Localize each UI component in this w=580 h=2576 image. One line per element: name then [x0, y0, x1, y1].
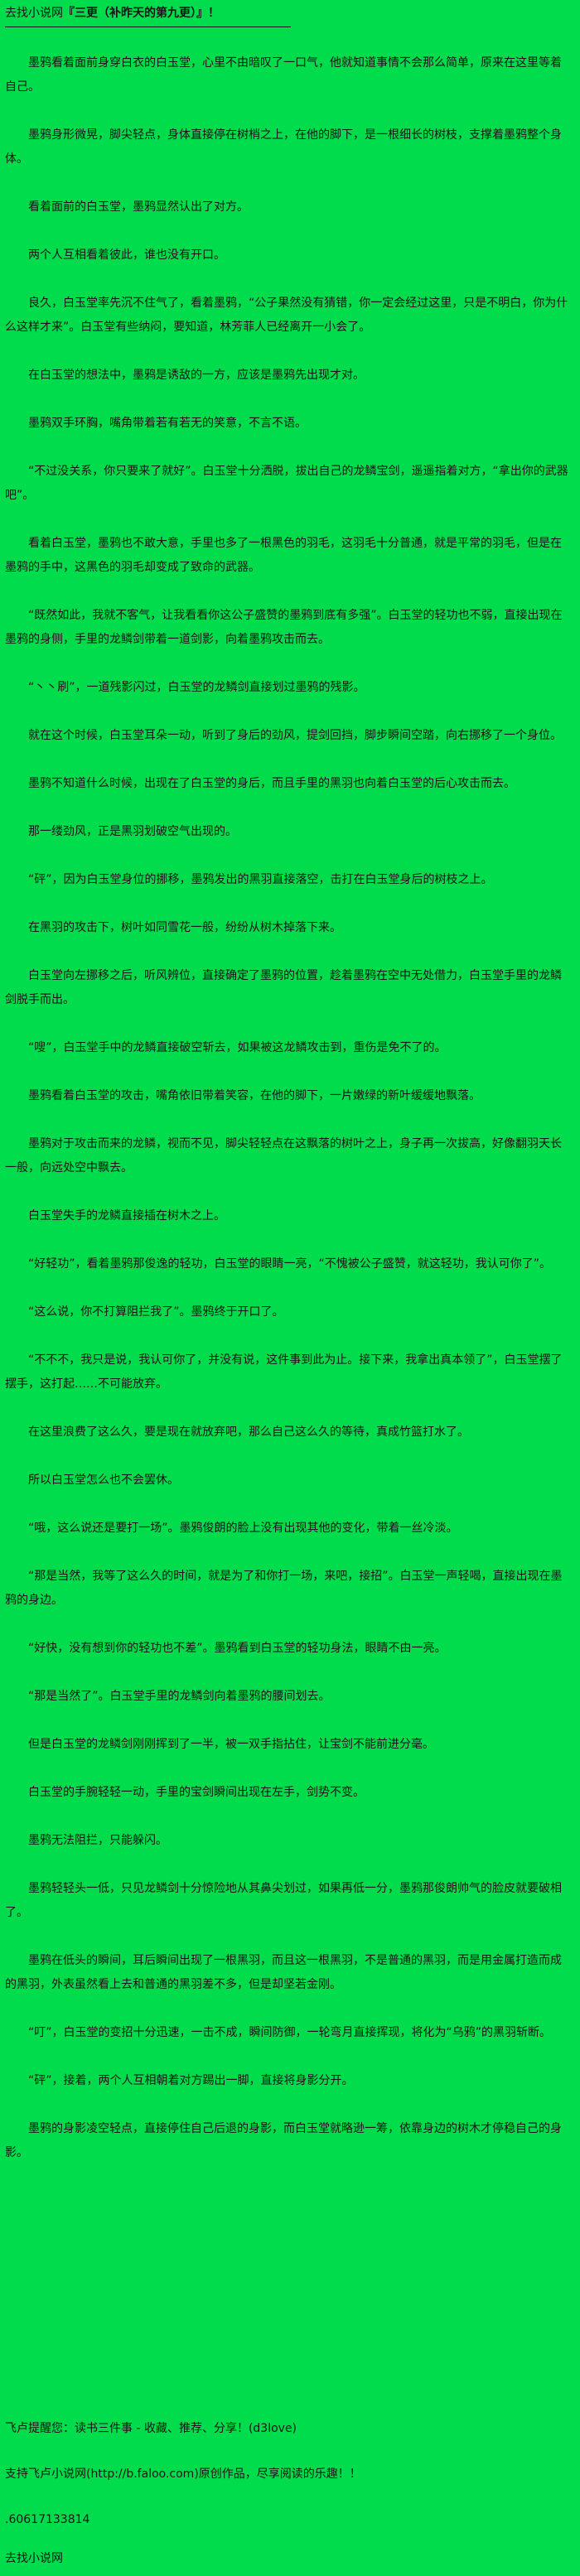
novel-paragraph: “这么说，你不打算阻拦我了”。墨鸦终于开口了。	[28, 1305, 284, 1319]
page-footer: 飞卢提醒您：读书三件事 - 收藏、推荐、分享！(d3love) 支持飞卢小说网(…	[5, 2395, 572, 2571]
site-name-top: 去找小说网	[5, 7, 63, 20]
novel-paragraph: 两个人互相看着彼此，谁也没有开口。	[28, 248, 225, 262]
novel-paragraph: “嗖”，白玉堂手中的龙鳞直接破空斩去，如果被这龙鳞攻击到，重伤是免不了的。	[28, 1041, 447, 1054]
novel-paragraph: 墨鸦身形微晃，脚尖轻点，身体直接停在树梢之上，在他的脚下，是一根细长的树枝，支撑…	[5, 128, 562, 166]
novel-paragraph: “砰”，接着，两个人互相朝着对方踢出一脚，直接将身影分开。	[28, 2074, 354, 2087]
novel-paragraph: 那一缕劲风，正是黑羽划破空气出现的。	[28, 825, 237, 838]
chapter-title[interactable]: 『三更（补昨天的第九更）』！	[63, 7, 220, 20]
novel-paragraph: 墨鸦在低头的瞬间，耳后瞬间出现了一根黑羽，而且这一根黑羽，不是普通的黑羽，而是用…	[5, 1954, 562, 1991]
novel-paragraph: 墨鸦无法阻拦，只能躲闪。	[28, 1834, 167, 1847]
novel-paragraph: 所以白玉堂怎么也不会罢休。	[28, 1474, 179, 1487]
novel-paragraph: 看着面前的白玉堂，墨鸦显然认出了对方。	[28, 200, 249, 214]
novel-paragraph: 就在这个时候，白玉堂耳朵一动，听到了身后的劲风，提剑回挡，脚步瞬间空踏，向右挪移…	[28, 729, 562, 742]
novel-paragraph: “丶丶刷”，一道残影闪过，白玉堂的龙鳞剑直接划过墨鸦的残影。	[28, 681, 365, 694]
novel-paragraph: 在黑羽的攻击下，树叶如同雪花一般，纷纷从树木掉落下来。	[28, 921, 341, 934]
novel-paragraph: 看着白玉堂，墨鸦也不敢大意，手里也多了一根黑色的羽毛，这羽毛十分普通，就是平常的…	[5, 537, 562, 574]
novel-paragraph: 墨鸦看着面前身穿白衣的白玉堂，心里不由暗叹了一口气，他就知道事情不会那么简单，原…	[5, 56, 562, 94]
novel-body: 墨鸦看着面前身穿白衣的白玉堂，心里不由暗叹了一口气，他就知道事情不会那么简单，原…	[5, 27, 572, 2387]
novel-paragraph: 在这里浪费了这么久，要是现在就放弃吧，那么自己这么久的等待，真成竹篮打水了。	[28, 1425, 469, 1439]
novel-paragraph: 良久，白玉堂率先沉不住气了，看着墨鸦，“公子果然没有猜错，你一定会经过这里，只是…	[5, 297, 568, 334]
novel-paragraph: “哦，这么说还是要打一场”。墨鸦俊朗的脸上没有出现其他的变化，带着一丝冷淡。	[28, 1522, 458, 1535]
novel-paragraph: “不过没关系，你只要来了就好”。白玉堂十分洒脱，拔出自己的龙鳞宝剑，遥遥指着对方…	[5, 465, 568, 502]
novel-paragraph: 墨鸦不知道什么时候，出现在了白玉堂的身后，而且手里的黑羽也向着白玉堂的后心攻击而…	[28, 777, 515, 790]
novel-paragraph: 白玉堂的手腕轻轻一动，手里的宝剑瞬间出现在左手，剑势不变。	[28, 1786, 365, 1799]
novel-paragraph: 墨鸦看着白玉堂的攻击，嘴角依旧带着笑容，在他的脚下，一片嫩绿的新叶缓缓地飘落。	[28, 1089, 481, 1102]
novel-paragraph: “既然如此，我就不客气，让我看看你这公子盛赞的墨鸦到底有多强”。白玉堂的轻功也不…	[5, 609, 563, 646]
novel-paragraph: “叮”，白玉堂的变招十分迅速，一击不成，瞬间防御，一轮弯月直接挥现，将化为“乌鸦…	[28, 2026, 552, 2039]
novel-paragraph: “砰”，因为白玉堂身位的挪移，墨鸦发出的黑羽直接落空，击打在白玉堂身后的树枝之上…	[28, 873, 493, 886]
novel-paragraph: 白玉堂向左挪移之后，听风辨位，直接确定了墨鸦的位置，趁着墨鸦在空中无处借力，白玉…	[5, 969, 562, 1006]
novel-paragraph: 墨鸦的身影凌空轻点，直接停住自己后退的身影，而白玉堂就略逊一筹，依靠身边的树木才…	[5, 2122, 562, 2159]
novel-paragraph: 墨鸦轻轻头一低，只见龙鳞剑十分惊险地从其鼻尖划过，如果再低一分，墨鸦那俊朗帅气的…	[5, 1882, 562, 1919]
novel-paragraph: “不不不，我只是说，我认可你了，并没有说，这件事到此为止。接下来，我拿出真本领了…	[5, 1353, 563, 1391]
reader-reminder: 飞卢提醒您：读书三件事 - 收藏、推荐、分享！(d3love)	[5, 2422, 297, 2435]
novel-paragraph: “那是当然了”。白玉堂手里的龙鳞剑向着墨鸦的腰间划去。	[28, 1690, 331, 1703]
novel-paragraph: 但是白玉堂的龙鳞剑刚刚挥到了一半，被一双手指拈住，让宝剑不能前进分毫。	[28, 1738, 434, 1751]
site-name-bottom: 去找小说网	[5, 2552, 63, 2565]
novel-paragraph: “好轻功”，看着墨鸦那俊逸的轻功，白玉堂的眼睛一亮，“不愧被公子盛赞，就这轻功，…	[28, 1257, 552, 1271]
novel-paragraph: 在白玉堂的想法中，墨鸦是诱敌的一方，应该是墨鸦先出现才对。	[28, 369, 365, 382]
novel-paragraph: 墨鸦对于攻击而来的龙鳞，视而不见，脚尖轻轻点在这飘落的树叶之上，身子再一次拔高，…	[5, 1137, 562, 1175]
novel-paragraph: 白玉堂失手的龙鳞直接插在树木之上。	[28, 1209, 225, 1223]
novel-paragraph: “那是当然，我等了这么久的时间，就是为了和你打一场，来吧，接招”。白玉堂一声轻喝…	[5, 1570, 563, 1607]
page-header: 去找小说网『三更（补昨天的第九更）』！	[5, 2, 291, 27]
footer-code: .60617133814	[5, 2513, 90, 2526]
novel-paragraph: “好快，没有想到你的轻功也不差”。墨鸦看到白玉堂的轻功身法，眼睛不由一亮。	[28, 1642, 447, 1655]
support-notice[interactable]: 支持飞卢小说网(http://b.faloo.com)原创作品，尽享阅读的乐趣！…	[5, 2467, 361, 2481]
novel-paragraph: 墨鸦双手环胸，嘴角带着若有若无的笑意，不言不语。	[28, 417, 307, 430]
